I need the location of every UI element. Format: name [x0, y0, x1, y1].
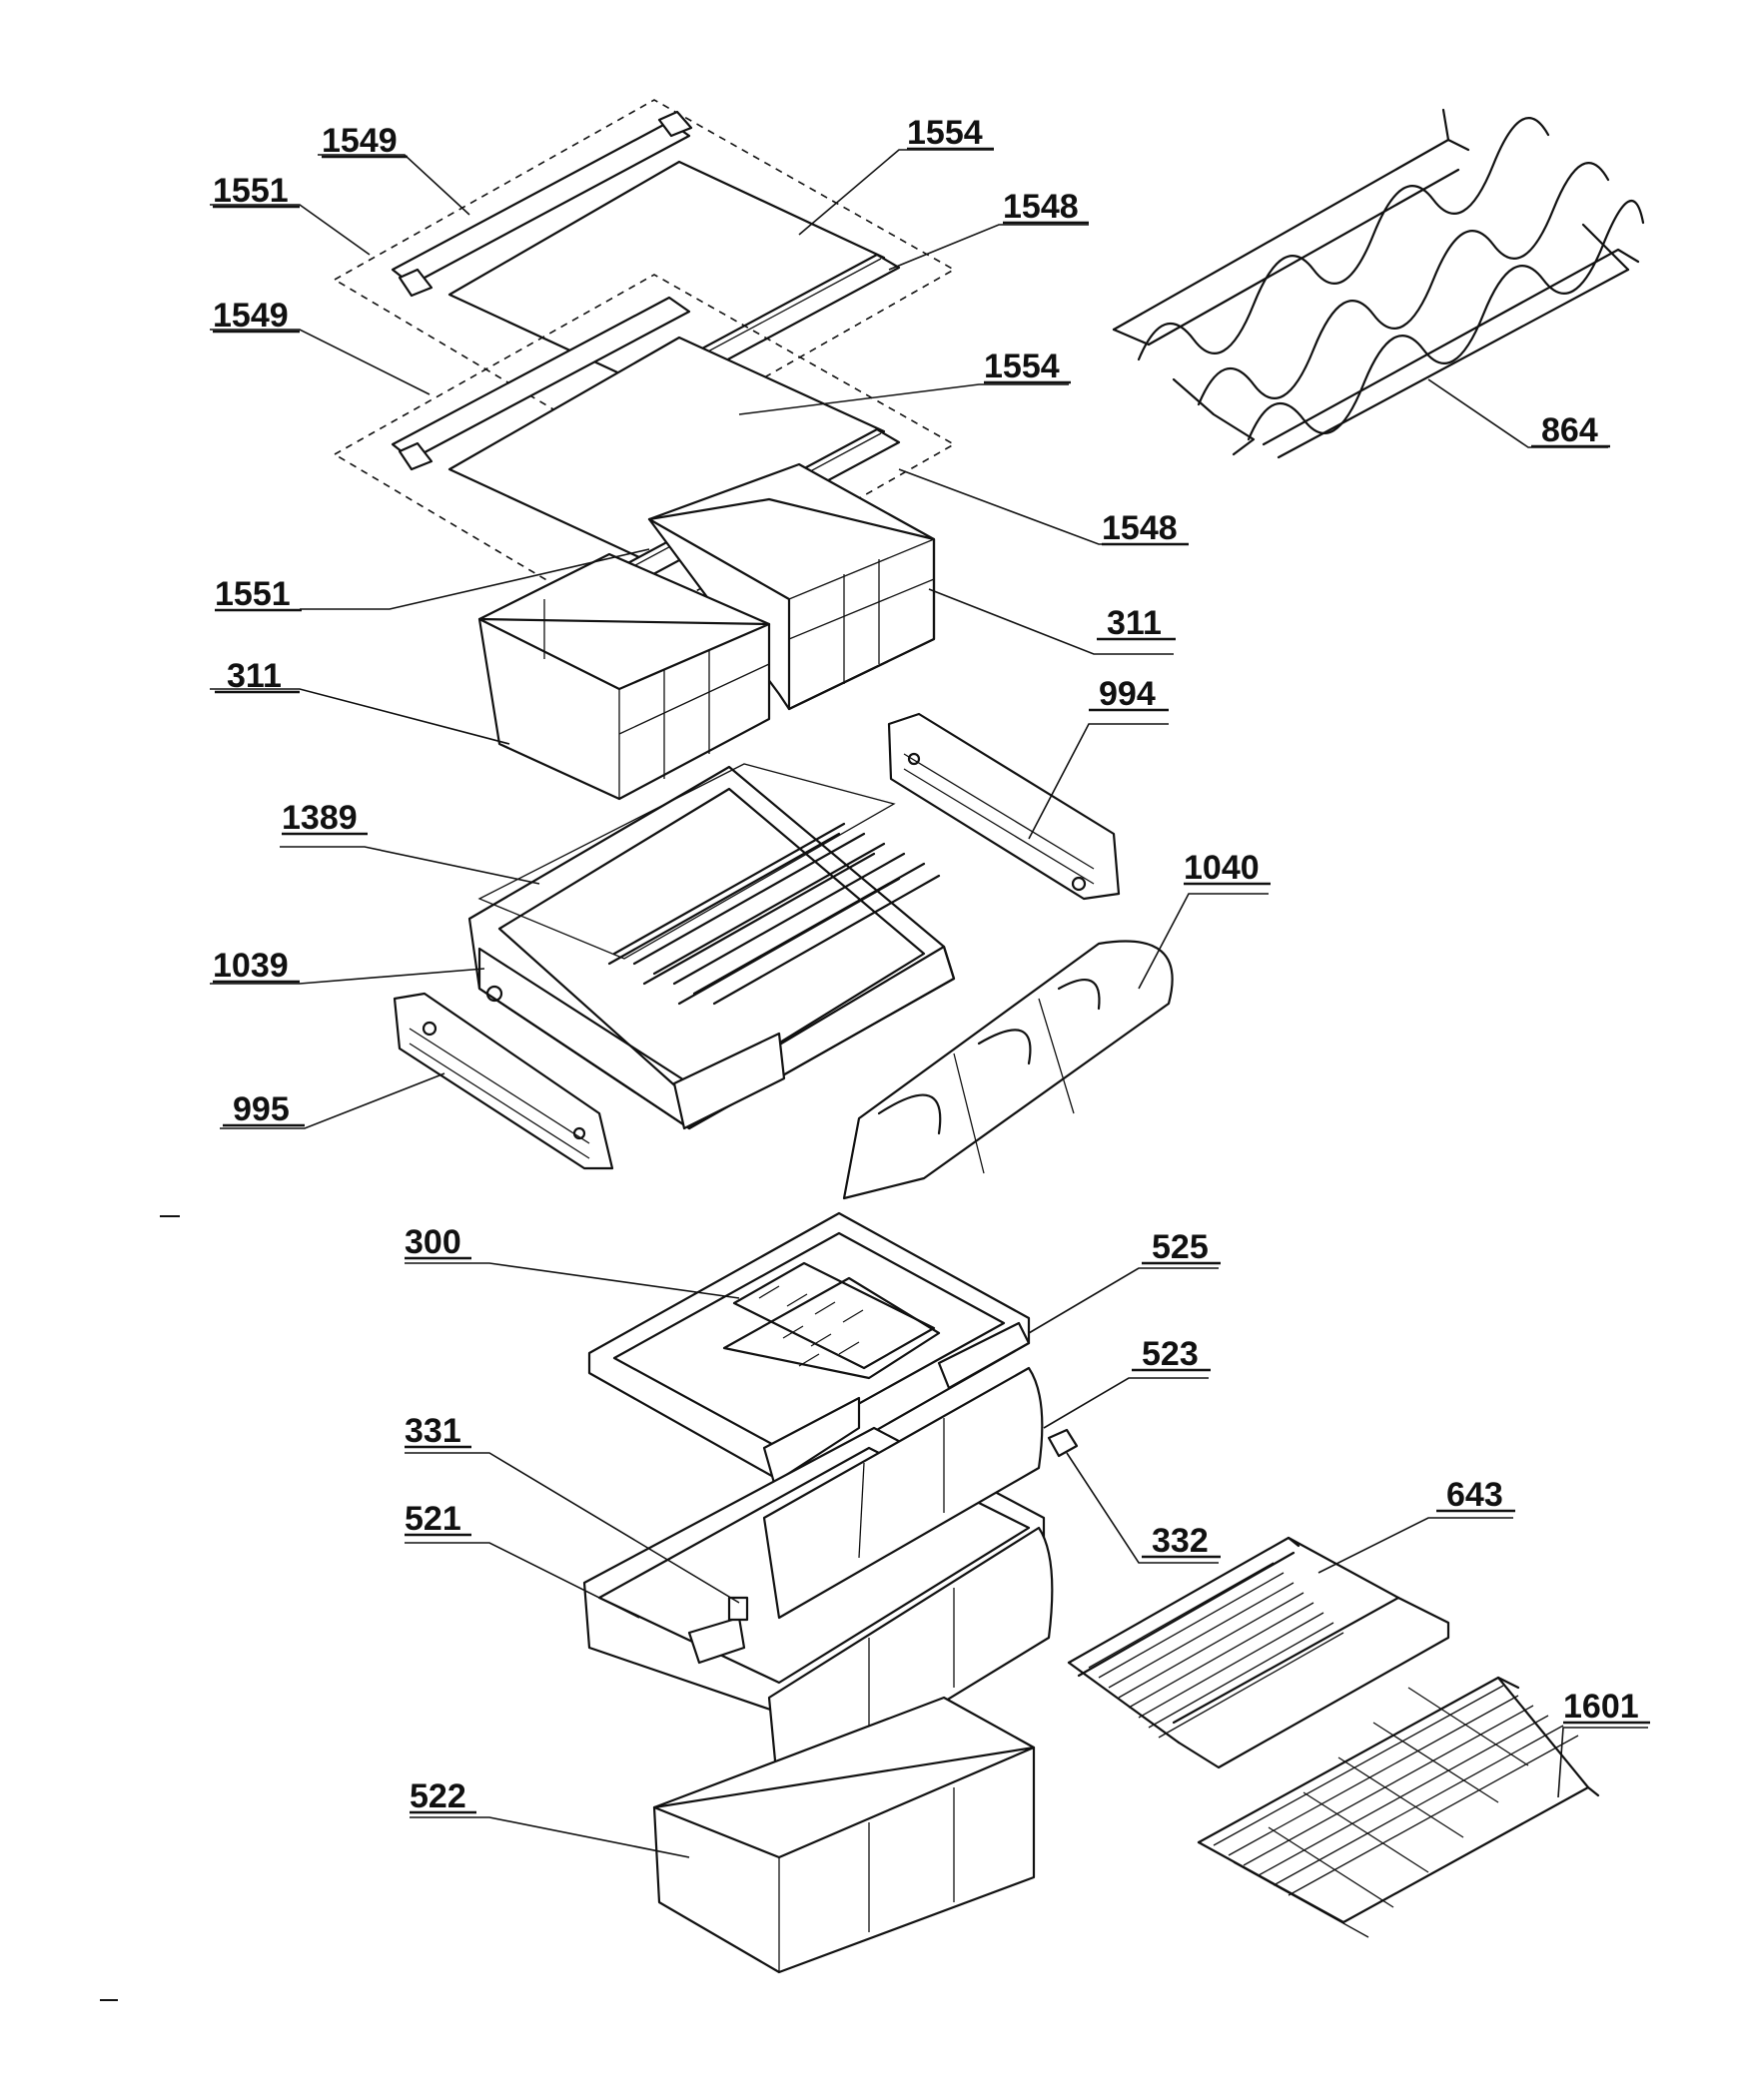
- bottom-drawer-522: [652, 1696, 1036, 1974]
- callout-1548-lower: 1548: [1102, 509, 1178, 547]
- callout-1551-lower: 1551: [215, 575, 291, 613]
- wire-shelf-1601: [1197, 1676, 1600, 1938]
- drawer-1039: [467, 765, 956, 1130]
- callout-1549-upper: 1549: [322, 122, 398, 160]
- callout-1389: 1389: [282, 799, 358, 837]
- callout-311-left: 311: [227, 657, 282, 695]
- callout-1039: 1039: [213, 947, 289, 985]
- crisper-drawer-311-left: [477, 552, 771, 801]
- shelf-rail-1549-upper: [391, 110, 693, 298]
- glass-panel-1554-lower: [447, 336, 886, 566]
- crisper-drawer-311-right: [647, 462, 936, 711]
- freezer-tray-525: [587, 1211, 1031, 1485]
- shelf-rail-1549-lower: [391, 296, 691, 471]
- callout-523: 523: [1142, 1335, 1199, 1373]
- basket-front-523: [762, 1366, 1044, 1620]
- callout-525: 525: [1152, 1228, 1209, 1266]
- callout-995: 995: [233, 1090, 290, 1128]
- callout-300: 300: [405, 1223, 461, 1261]
- callout-332: 332: [1152, 1522, 1209, 1560]
- callout-1551-upper: 1551: [213, 172, 289, 210]
- callout-1040: 1040: [1184, 849, 1260, 887]
- drawer-front-1040: [842, 940, 1174, 1200]
- callout-864: 864: [1541, 411, 1598, 449]
- callout-1549-lower: 1549: [213, 297, 289, 335]
- callout-521: 521: [405, 1500, 461, 1538]
- callout-1554-upper: 1554: [907, 114, 983, 152]
- callout-643: 643: [1446, 1476, 1503, 1514]
- drawer-cover-1389: [477, 763, 896, 960]
- callout-1548-upper: 1548: [1003, 188, 1079, 226]
- callout-522: 522: [410, 1777, 466, 1815]
- callout-311-right: 311: [1107, 604, 1162, 642]
- callout-331: 331: [405, 1412, 461, 1450]
- drawer-slide-rail-995: [393, 992, 614, 1170]
- wine-rack-864: [1112, 108, 1645, 459]
- callout-994: 994: [1099, 675, 1156, 713]
- wire-shelf-643: [1067, 1536, 1450, 1769]
- callout-1601: 1601: [1563, 1688, 1639, 1726]
- callout-1554-lower: 1554: [984, 348, 1060, 385]
- clip-332: [1047, 1428, 1079, 1458]
- drawer-slide-rail-994: [887, 712, 1121, 901]
- callout-labels: 1549 1551 1554 1548 1549 1554 864 1548 1…: [213, 114, 1650, 1815]
- ice-tray-300: [722, 1261, 941, 1380]
- part-331: [727, 1596, 749, 1622]
